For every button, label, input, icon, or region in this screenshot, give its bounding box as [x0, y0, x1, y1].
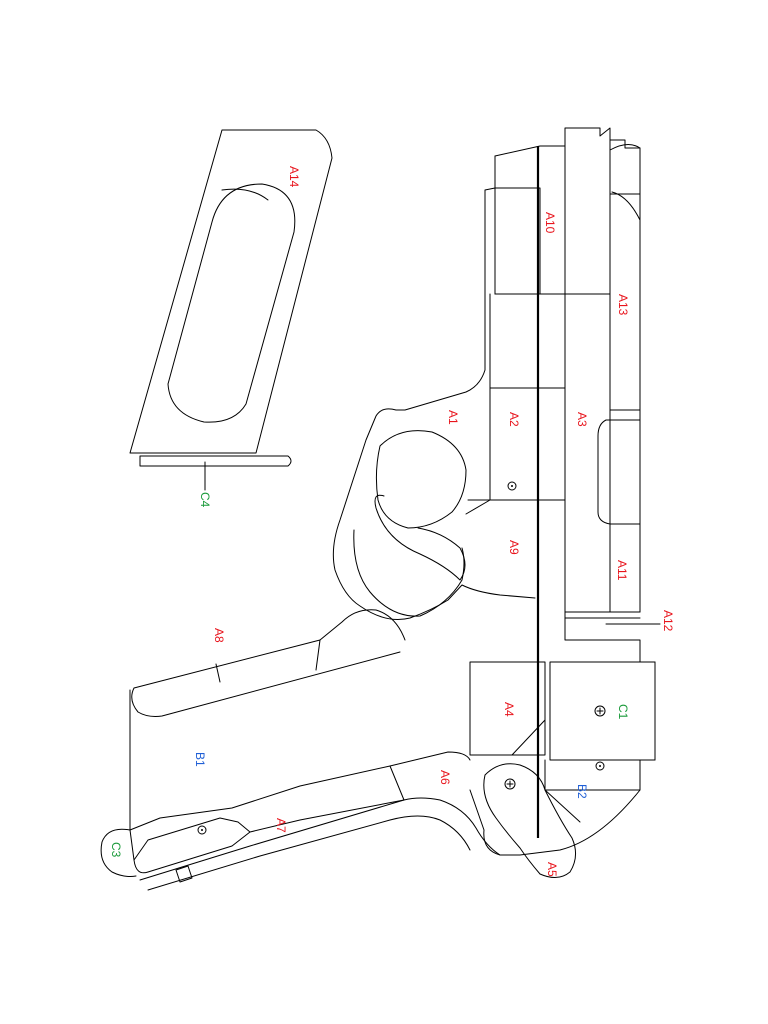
label-a5: A5: [545, 862, 559, 877]
part-c4-magazine-base: [139, 455, 292, 491]
label-a7: A7: [274, 818, 288, 833]
part-a7-grip-panel: [133, 799, 471, 891]
label-b1: B1: [193, 752, 207, 767]
label-c3: C3: [109, 842, 123, 858]
label-a12: A12: [661, 610, 675, 632]
part-a6-grip-back: [249, 765, 501, 856]
part-a5-hammer: [483, 763, 576, 878]
label-c4: C4: [198, 492, 212, 508]
part-a10-block: [494, 187, 566, 295]
part-a9-block: [465, 499, 566, 613]
part-a14-magazine: [129, 129, 333, 454]
label-a9: A9: [507, 540, 521, 555]
label-a4: A4: [502, 702, 516, 717]
part-c3-grip-toe: [100, 828, 137, 877]
label-a1: A1: [446, 410, 460, 425]
part-a2-block: [489, 293, 566, 501]
part-a12-block: [564, 611, 661, 625]
label-a11: A11: [615, 560, 629, 581]
label-a8: A8: [212, 628, 226, 643]
label-b2: B2: [575, 784, 589, 799]
labels: A14 C4 A10 A13 A1 A2 A3 A9 A11 A12 A8 A4…: [109, 166, 675, 877]
part-a4-block: [469, 661, 546, 756]
part-a8-grip-top: [131, 609, 406, 717]
part-b2-frame: [544, 759, 641, 823]
part-frame-outline: [469, 127, 656, 856]
part-b1-grip-body: [129, 689, 471, 831]
label-a10: A10: [543, 212, 557, 234]
label-a3: A3: [575, 412, 589, 427]
label-c1: C1: [616, 704, 630, 720]
label-a2: A2: [507, 412, 521, 427]
part-c1-block: [549, 661, 656, 771]
part-a3-block: [564, 293, 641, 525]
label-a13: A13: [616, 294, 630, 316]
part-a1-trigger-guard: [332, 155, 536, 620]
label-a6: A6: [438, 770, 452, 785]
label-a14: A14: [287, 166, 301, 188]
a8-leader-line: [215, 663, 221, 683]
